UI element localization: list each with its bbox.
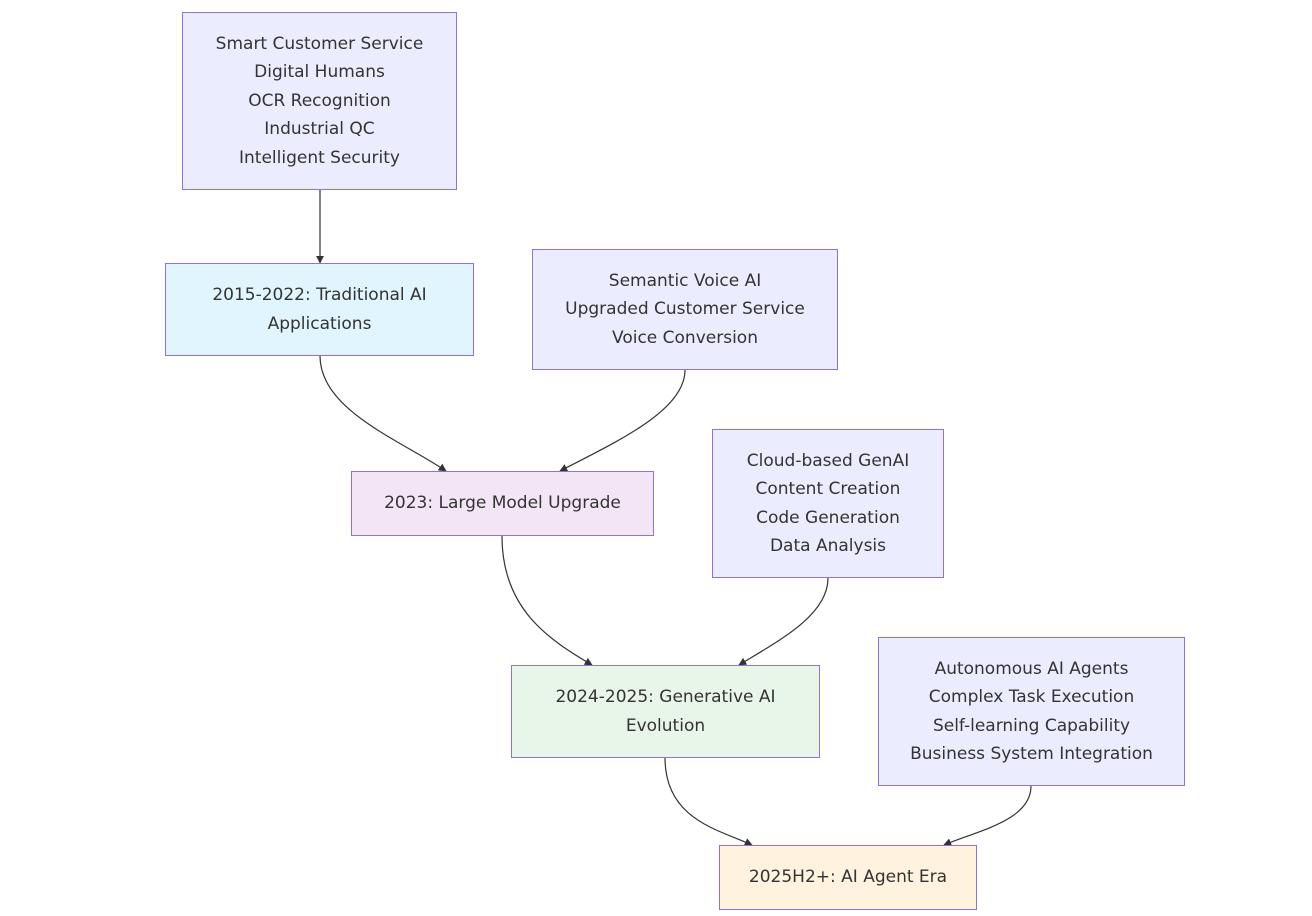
edge-generative-to-agent-era <box>664 757 753 846</box>
edge-traditional-to-large-model <box>319 355 447 472</box>
feature-semantic-voice-ai: Semantic Voice AI <box>608 270 762 291</box>
generative-ai-label: 2024-2025: Generative AI Evolution <box>555 687 776 736</box>
feature-autonomous-ai-agents: Autonomous AI Agents <box>934 658 1129 679</box>
edge-large-model-to-generative <box>501 535 593 666</box>
feature-voice-conversion: Voice Conversion <box>612 327 758 348</box>
node-voice-features: Semantic Voice AI Upgraded Customer Serv… <box>532 249 838 370</box>
feature-complex-task-execution: Complex Task Execution <box>928 687 1135 707</box>
feature-smart-customer-service: Smart Customer Service <box>215 33 424 54</box>
feature-upgraded-customer-service: Upgraded Customer Service <box>565 299 805 320</box>
feature-intelligent-security: Intelligent Security <box>239 147 400 168</box>
node-generative-ai: 2024-2025: Generative AI Evolution <box>511 665 820 758</box>
node-traditional-ai: 2015-2022: Traditional AI Applications <box>165 263 474 356</box>
feature-cloud-based-genai: Cloud-based GenAI <box>746 450 910 471</box>
feature-data-analysis: Data Analysis <box>769 536 887 556</box>
feature-business-system-integration: Business System Integration <box>910 744 1153 764</box>
node-traditional-features: Smart Customer Service Digital Humans OC… <box>182 12 457 190</box>
node-agent-features: Autonomous AI Agents Complex Task Execut… <box>878 637 1185 786</box>
node-genai-features: Cloud-based GenAI Content Creation Code … <box>712 429 944 578</box>
traditional-ai-label: 2015-2022: Traditional AI Applications <box>212 285 427 334</box>
feature-code-generation: Code Generation <box>756 507 900 528</box>
edge-agent-features-to-agent-era <box>943 785 1032 846</box>
ai-agent-era-label: 2025H2+: AI Agent Era <box>748 867 948 888</box>
edge-voice-features-to-large-model <box>559 369 686 472</box>
edge-genai-features-to-generative <box>738 577 829 666</box>
feature-industrial-qc: Industrial QC <box>264 119 375 140</box>
feature-ocr-recognition: OCR Recognition <box>248 90 391 111</box>
node-ai-agent-era: 2025H2+: AI Agent Era <box>719 845 977 910</box>
feature-self-learning-capability: Self-learning Capability <box>932 715 1131 736</box>
large-model-label: 2023: Large Model Upgrade <box>384 493 621 514</box>
feature-content-creation: Content Creation <box>755 479 901 499</box>
node-large-model-upgrade: 2023: Large Model Upgrade <box>351 471 654 536</box>
feature-digital-humans: Digital Humans <box>254 62 385 83</box>
